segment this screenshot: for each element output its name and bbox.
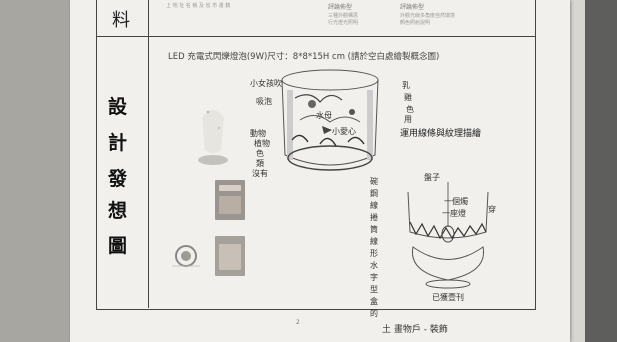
header-col2-line2: 顏色照射說明 bbox=[400, 20, 431, 26]
note-base: 已獲壹刊 bbox=[432, 293, 464, 302]
note-plate: 盤子 bbox=[424, 173, 440, 182]
note-v-4: 捲 bbox=[370, 213, 378, 222]
note-jellyfish: 水母 bbox=[316, 111, 332, 120]
header-col2-line1: 外觀光線多角度自然環境 bbox=[400, 13, 456, 19]
note-left-2: 吸泡 bbox=[256, 97, 272, 106]
note-v-12: 的 bbox=[370, 309, 378, 318]
note-v-6: 線 bbox=[370, 237, 378, 246]
note-right-1: 乳 bbox=[402, 81, 410, 90]
note-left-6: 類 bbox=[256, 159, 264, 168]
note-candle-2: 一座燈 bbox=[442, 209, 466, 218]
sidebar-char-1: 設 bbox=[108, 96, 128, 118]
note-v-8: 水 bbox=[370, 261, 378, 270]
header-faint-text: 上 地 址 名 稱 及 省 市 書 籍 bbox=[166, 3, 231, 9]
header-side-label: 料 bbox=[112, 10, 130, 31]
note-right-2: 雞 bbox=[404, 93, 412, 102]
worksheet-caption: LED 充電式閃爍燈泡(9W)尺寸：8*8*15H cm (請於空白處繪製概念圖… bbox=[168, 52, 440, 62]
sidebar-char-5: 圖 bbox=[108, 235, 128, 257]
note-v-2: 鋼 bbox=[370, 189, 378, 198]
note-v-7: 形 bbox=[370, 249, 378, 258]
worksheet-page: 料 上 地 址 名 稱 及 省 市 書 籍 評論佈型 三種外觀構思 行光燈光照明… bbox=[70, 0, 570, 342]
product-photo-1-band bbox=[219, 185, 241, 191]
lamp-sketch-secondary bbox=[407, 182, 489, 289]
dark-background-right bbox=[585, 0, 617, 342]
lamp-sketch-main bbox=[281, 69, 379, 171]
sidebar-label-column bbox=[96, 36, 149, 308]
note-bottom: 土 畫物戶 - 裝飾 bbox=[382, 325, 448, 335]
note-left-3: 動物 bbox=[250, 129, 266, 138]
bulb-reference-image bbox=[198, 110, 228, 165]
header-col1-title: 評論佈型 bbox=[328, 4, 353, 11]
note-v-9: 字 bbox=[370, 273, 378, 282]
note-v-3: 線 bbox=[370, 201, 378, 210]
note-left-1: 小女孩吹 bbox=[250, 79, 282, 88]
note-v-5: 筒 bbox=[370, 225, 378, 234]
note-heart: 小愛心 bbox=[332, 127, 356, 136]
note-candle-1: 一個燭 bbox=[444, 197, 468, 206]
sidebar-char-4: 想 bbox=[108, 200, 128, 222]
round-lamp-reference bbox=[172, 245, 200, 267]
sidebar-char-2: 計 bbox=[108, 132, 128, 154]
design-sketch-frame bbox=[96, 36, 536, 310]
note-v-10: 型 bbox=[370, 285, 378, 294]
header-frame bbox=[96, 0, 536, 36]
header-label-column bbox=[96, 0, 149, 36]
note-right-4: 用 bbox=[404, 115, 412, 124]
sidebar-char-3: 發 bbox=[108, 168, 128, 190]
note-candle-3: 穿 bbox=[488, 205, 496, 214]
page-number: 2 bbox=[296, 319, 300, 326]
product-photo-2-body bbox=[219, 244, 241, 270]
header-col1-line1: 三種外觀構思 bbox=[328, 13, 359, 19]
header-col2-title: 評論佈型 bbox=[400, 4, 425, 11]
product-photo-1-body bbox=[219, 196, 241, 214]
note-v-11: 盒 bbox=[370, 297, 378, 306]
desk-surface-left bbox=[0, 0, 70, 342]
note-side: 運用線條與紋理描繪 bbox=[400, 129, 482, 139]
note-left-5: 色 bbox=[256, 149, 264, 158]
paper-stack-edge bbox=[566, 0, 586, 342]
header-col1-line2: 行光燈光照明 bbox=[328, 20, 359, 26]
note-v-1: 碗 bbox=[370, 177, 378, 186]
note-right-3: 色 bbox=[406, 105, 414, 114]
note-left-4: 植物 bbox=[254, 139, 270, 148]
note-left-7: 沒有 bbox=[252, 169, 268, 178]
